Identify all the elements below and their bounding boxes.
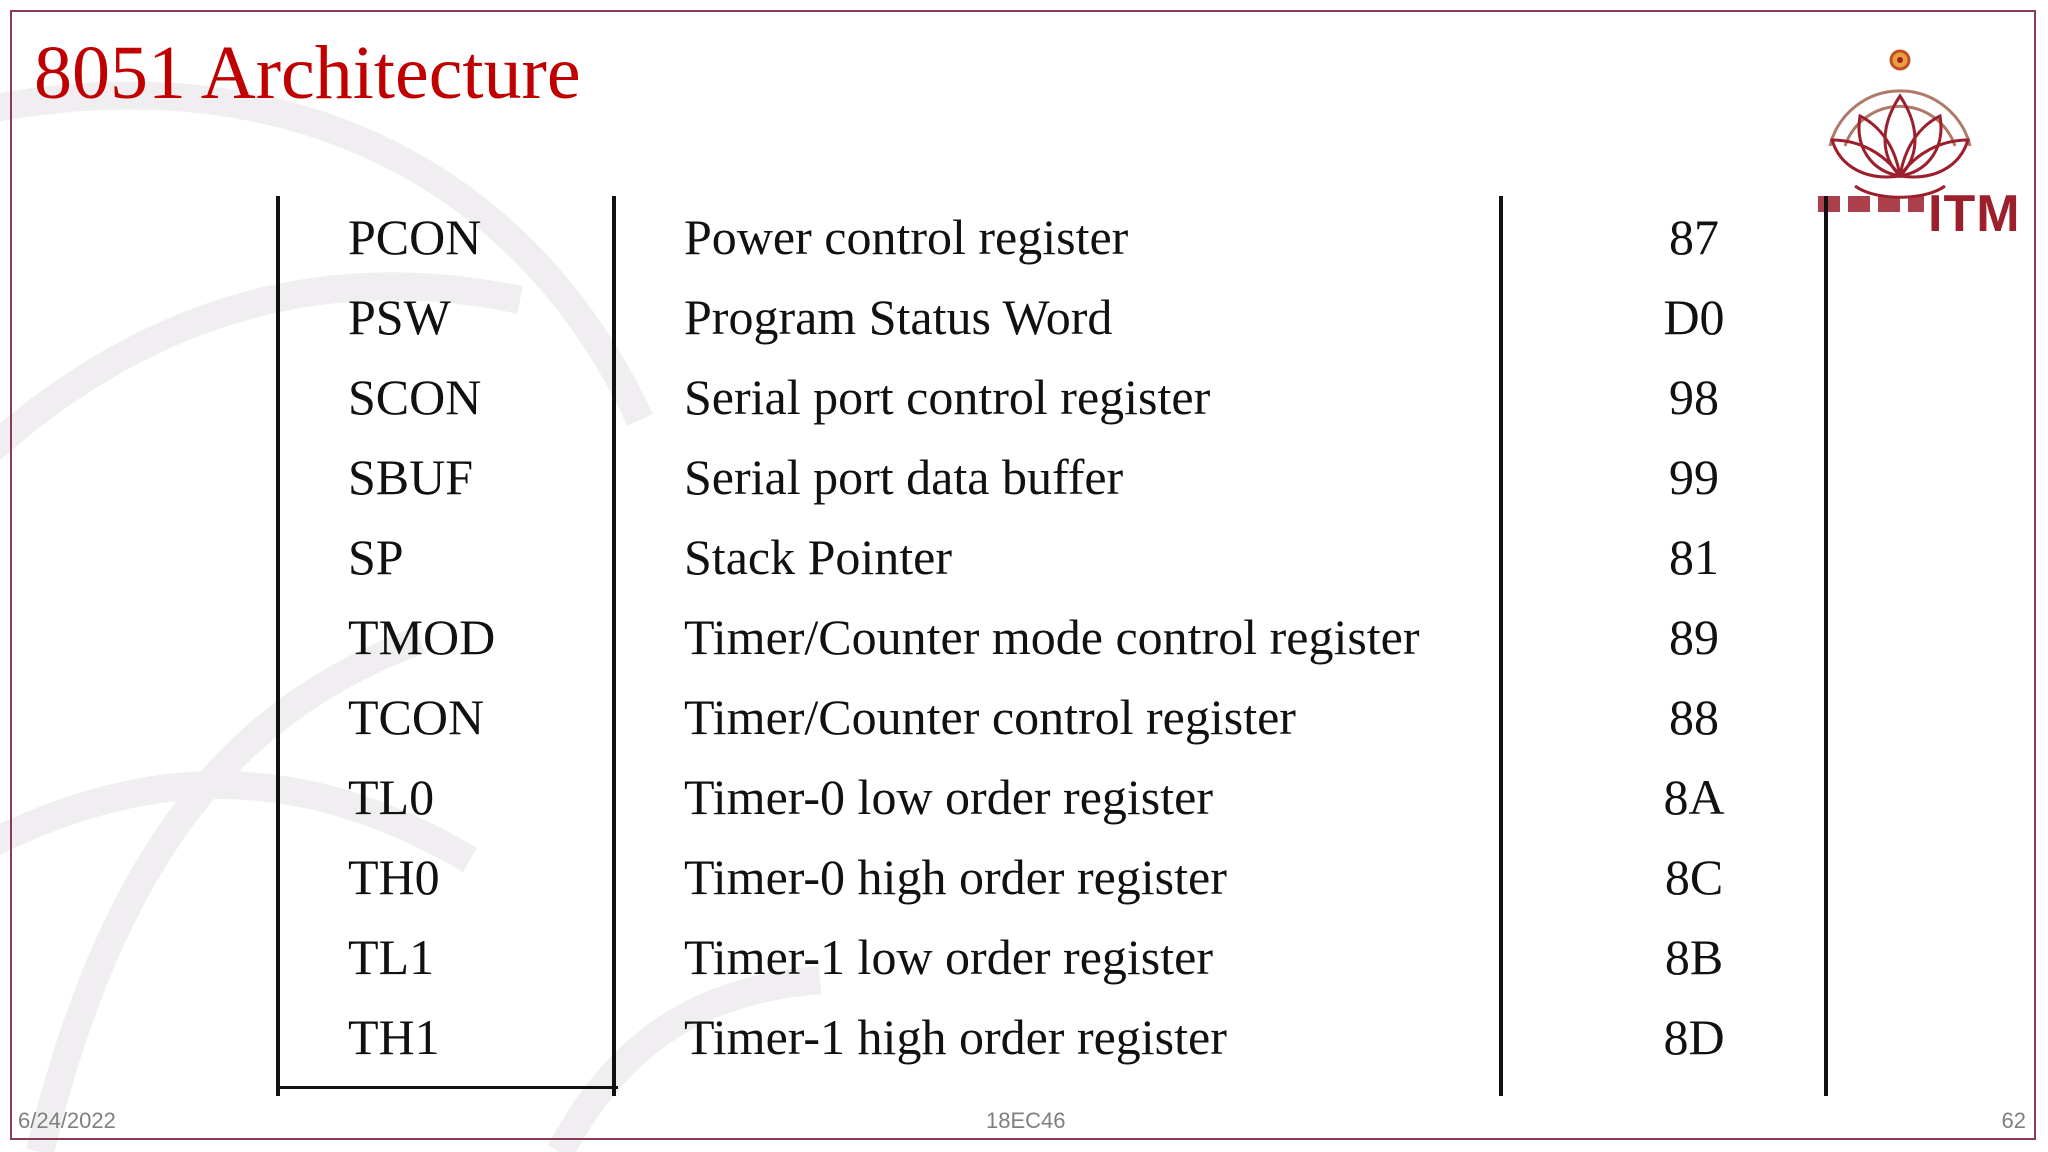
- slide-title: 8051 Architecture: [34, 31, 581, 115]
- table-row: TCON Timer/Counter control register 88: [268, 684, 1836, 764]
- register-name: SBUF: [348, 449, 474, 505]
- table-row: TH0 Timer-0 high order register 8C: [268, 844, 1836, 924]
- register-name: TL0: [348, 769, 435, 825]
- register-name: SP: [348, 529, 404, 585]
- register-name: PSW: [348, 289, 451, 345]
- register-description: Timer/Counter control register: [684, 689, 1296, 745]
- table-row: SP Stack Pointer 81: [268, 524, 1836, 604]
- table-border-right: [1824, 196, 1828, 1096]
- table-divider-name: [612, 196, 616, 1096]
- footer-course-code: 18EC46: [986, 1108, 1066, 1133]
- register-name: SCON: [348, 369, 482, 425]
- table-row: TMOD Timer/Counter mode control register…: [268, 604, 1836, 684]
- register-address: D0: [1663, 289, 1725, 345]
- register-description: Timer-1 high order register: [684, 1009, 1227, 1065]
- register-name: PCON: [348, 209, 482, 265]
- register-address: 8D: [1663, 1009, 1725, 1065]
- register-name: TH0: [348, 849, 440, 905]
- register-address: 89: [1669, 609, 1719, 665]
- register-address: 88: [1669, 689, 1719, 745]
- register-address: 99: [1669, 449, 1719, 505]
- register-address: 87: [1669, 209, 1719, 265]
- register-description: Timer/Counter mode control register: [684, 609, 1420, 665]
- register-description: Program Status Word: [684, 289, 1113, 345]
- register-address: 8C: [1664, 849, 1724, 905]
- register-address: 98: [1669, 369, 1719, 425]
- table-border-left: [276, 196, 280, 1096]
- table-row: PCON Power control register 87: [268, 204, 1836, 284]
- register-address: 81: [1669, 529, 1719, 585]
- footer-page-number: 62: [2001, 1108, 2026, 1133]
- slide-frame: [10, 10, 2036, 1140]
- register-description: Timer-0 high order register: [684, 849, 1227, 905]
- logo-text-fragment: [1818, 196, 1924, 212]
- table-row: SCON Serial port control register 98: [268, 364, 1836, 444]
- sfr-table: PCON Power control register 87 PSW Progr…: [268, 196, 1836, 1096]
- register-description: Timer-0 low order register: [684, 769, 1213, 825]
- register-name: TL1: [348, 929, 435, 985]
- register-name: TCON: [348, 689, 485, 745]
- register-description: Serial port control register: [684, 369, 1211, 425]
- register-description: Power control register: [684, 209, 1129, 265]
- institute-logo-icon: [1828, 49, 1972, 199]
- table-bottom-rule: [276, 1086, 618, 1089]
- register-name: TMOD: [348, 609, 496, 665]
- register-description: Serial port data buffer: [684, 449, 1124, 505]
- table-row: SBUF Serial port data buffer 99: [268, 444, 1836, 524]
- register-description: Stack Pointer: [684, 529, 953, 585]
- footer-date: 6/24/2022: [18, 1108, 116, 1133]
- table-row: TL0 Timer-0 low order register 8A: [268, 764, 1836, 844]
- register-address: 8A: [1663, 769, 1725, 825]
- logo-text: ITM: [1928, 185, 2021, 243]
- register-name: TH1: [348, 1009, 440, 1065]
- register-address: 8B: [1664, 929, 1724, 985]
- table-divider-address: [1499, 196, 1503, 1096]
- table-row: TH1 Timer-1 high order register 8D: [268, 1004, 1836, 1084]
- table-row: PSW Program Status Word D0: [268, 284, 1836, 364]
- register-description: Timer-1 low order register: [684, 929, 1213, 985]
- table-row: TL1 Timer-1 low order register 8B: [268, 924, 1836, 1004]
